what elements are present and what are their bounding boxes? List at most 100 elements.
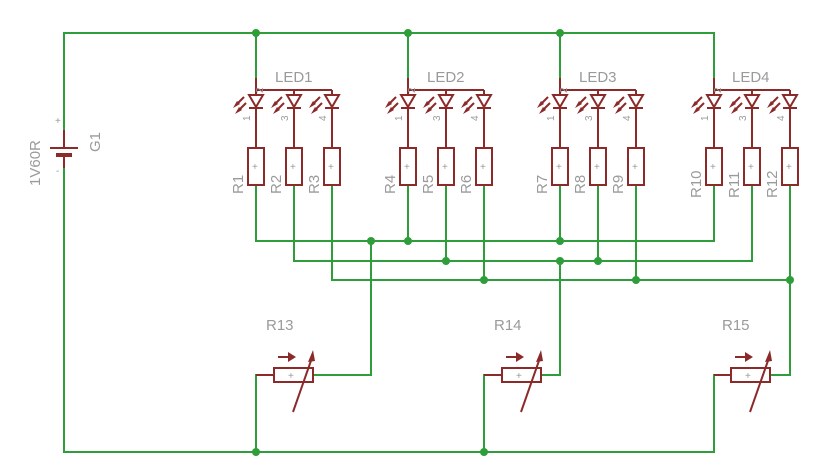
led-pin-1: 1 [242, 115, 253, 121]
resistor-plus-mark: + [480, 162, 486, 173]
led-pin-4: 4 [318, 115, 329, 121]
resistor-label: R3 [306, 175, 323, 194]
led-name-label: LED1 [275, 69, 313, 86]
potentiometer-label: R13 [266, 317, 294, 334]
resistor-r9: + R9 [610, 147, 645, 194]
top-rail-wire [63, 32, 715, 131]
led-group-2: LED2 1 2 3 4 [385, 69, 493, 148]
led-pin-1: 1 [394, 115, 405, 121]
bottom-rail-wire [63, 167, 715, 453]
resistor-label: R2 [268, 175, 285, 194]
resistor-label: R8 [572, 175, 589, 194]
junction-dot [786, 276, 794, 284]
led-blue-diode [613, 90, 645, 148]
resistor-label: R1 [230, 175, 247, 194]
potentiometer-plus-mark: + [516, 371, 522, 382]
junction-dot [556, 237, 564, 245]
led-pin-2: 2 [713, 87, 724, 93]
led-pin-4: 4 [776, 115, 787, 121]
resistor-r10: + R10 [688, 147, 723, 198]
led-green-diode [729, 90, 761, 148]
battery-plus-sign: + [55, 116, 61, 127]
potentiometer-plus-mark: + [745, 371, 751, 382]
junction-dot [556, 257, 564, 265]
resistor-plus-mark: + [328, 162, 334, 173]
resistor-r1: + R1 [230, 147, 265, 194]
resistor-plus-mark: + [556, 162, 562, 173]
junction-dot [442, 257, 450, 265]
led-green-diode [423, 90, 455, 148]
resistor-r5: + R5 [420, 147, 455, 194]
resistor-label: R4 [382, 175, 399, 194]
battery-minus-sign: - [56, 166, 59, 177]
led-blue-diode [767, 90, 799, 148]
resistor-r7: + R7 [534, 147, 569, 194]
resistor-plus-mark: + [710, 162, 716, 173]
resistor-r2: + R2 [268, 147, 303, 194]
resistor-plus-mark: + [748, 162, 754, 173]
wires [63, 32, 791, 453]
led-pin-3: 3 [280, 115, 291, 121]
pot-r14-wire [540, 260, 561, 376]
pot-r15-wire [769, 279, 791, 376]
resistor-r4: + R4 [382, 147, 417, 194]
junction-dot [594, 257, 602, 265]
resistor-label: R12 [764, 170, 781, 198]
led-pin-4: 4 [622, 115, 633, 121]
resistor-r3: + R3 [306, 147, 341, 194]
junction-dot [480, 276, 488, 284]
resistor-r11: + R11 [726, 147, 761, 198]
potentiometer-r14: R14 + [484, 317, 543, 413]
resistor-plus-mark: + [404, 162, 410, 173]
battery-g1: + - 1V60R G1 [27, 116, 104, 186]
junction-dot [480, 448, 488, 456]
potentiometer-plus-mark: + [288, 371, 294, 382]
led-group-4: LED4 1 2 3 4 [691, 69, 799, 148]
led-group-1: LED1 1 2 3 4 [233, 69, 341, 148]
led-red-diode [691, 90, 723, 148]
led-pin-4: 4 [470, 115, 481, 121]
led-name-label: LED4 [732, 69, 770, 86]
junction-dot [367, 237, 375, 245]
resistor-plus-mark: + [290, 162, 296, 173]
green-bus-wire [293, 184, 753, 262]
led-red-diode [233, 90, 265, 148]
resistor-label: R6 [458, 175, 475, 194]
potentiometer-label: R15 [722, 317, 750, 334]
resistor-plus-mark: + [442, 162, 448, 173]
resistor-label: R7 [534, 175, 551, 194]
led-pin-2: 2 [559, 87, 570, 93]
resistor-label: R11 [726, 172, 743, 198]
led-blue-diode [461, 90, 493, 148]
potentiometer-label: R14 [494, 317, 522, 334]
led-pin-1: 1 [700, 115, 711, 121]
resistor-plus-mark: + [786, 162, 792, 173]
led-name-label: LED2 [427, 69, 465, 86]
junction-dot [252, 448, 260, 456]
resistor-label: R5 [420, 175, 437, 194]
battery-value-label: 1V60R [27, 140, 44, 186]
potentiometer-r15: R15 + [714, 317, 772, 413]
resistor-r8: + R8 [572, 147, 607, 194]
resistor-r12: + R12 [764, 147, 799, 198]
led-group-3: LED3 1 2 3 4 [537, 69, 645, 148]
resistor-plus-mark: + [594, 162, 600, 173]
junction-dot [404, 237, 412, 245]
resistor-label: R10 [688, 170, 705, 198]
pot-r13-wire [312, 240, 372, 376]
junction-dot [404, 29, 412, 37]
led-green-diode [271, 90, 303, 148]
resistor-r6: + R6 [458, 147, 493, 194]
led-blue-diode [309, 90, 341, 148]
led-pin-2: 2 [407, 87, 418, 93]
led-red-diode [385, 90, 417, 148]
led-name-label: LED3 [579, 69, 617, 86]
resistor-plus-mark: + [632, 162, 638, 173]
led-pin-2: 2 [255, 87, 266, 93]
resistor-plus-mark: + [252, 162, 258, 173]
led-pin-1: 1 [546, 115, 557, 121]
potentiometer-r13: R13 + [256, 317, 315, 413]
led-pin-3: 3 [584, 115, 595, 121]
led-pin-3: 3 [738, 115, 749, 121]
